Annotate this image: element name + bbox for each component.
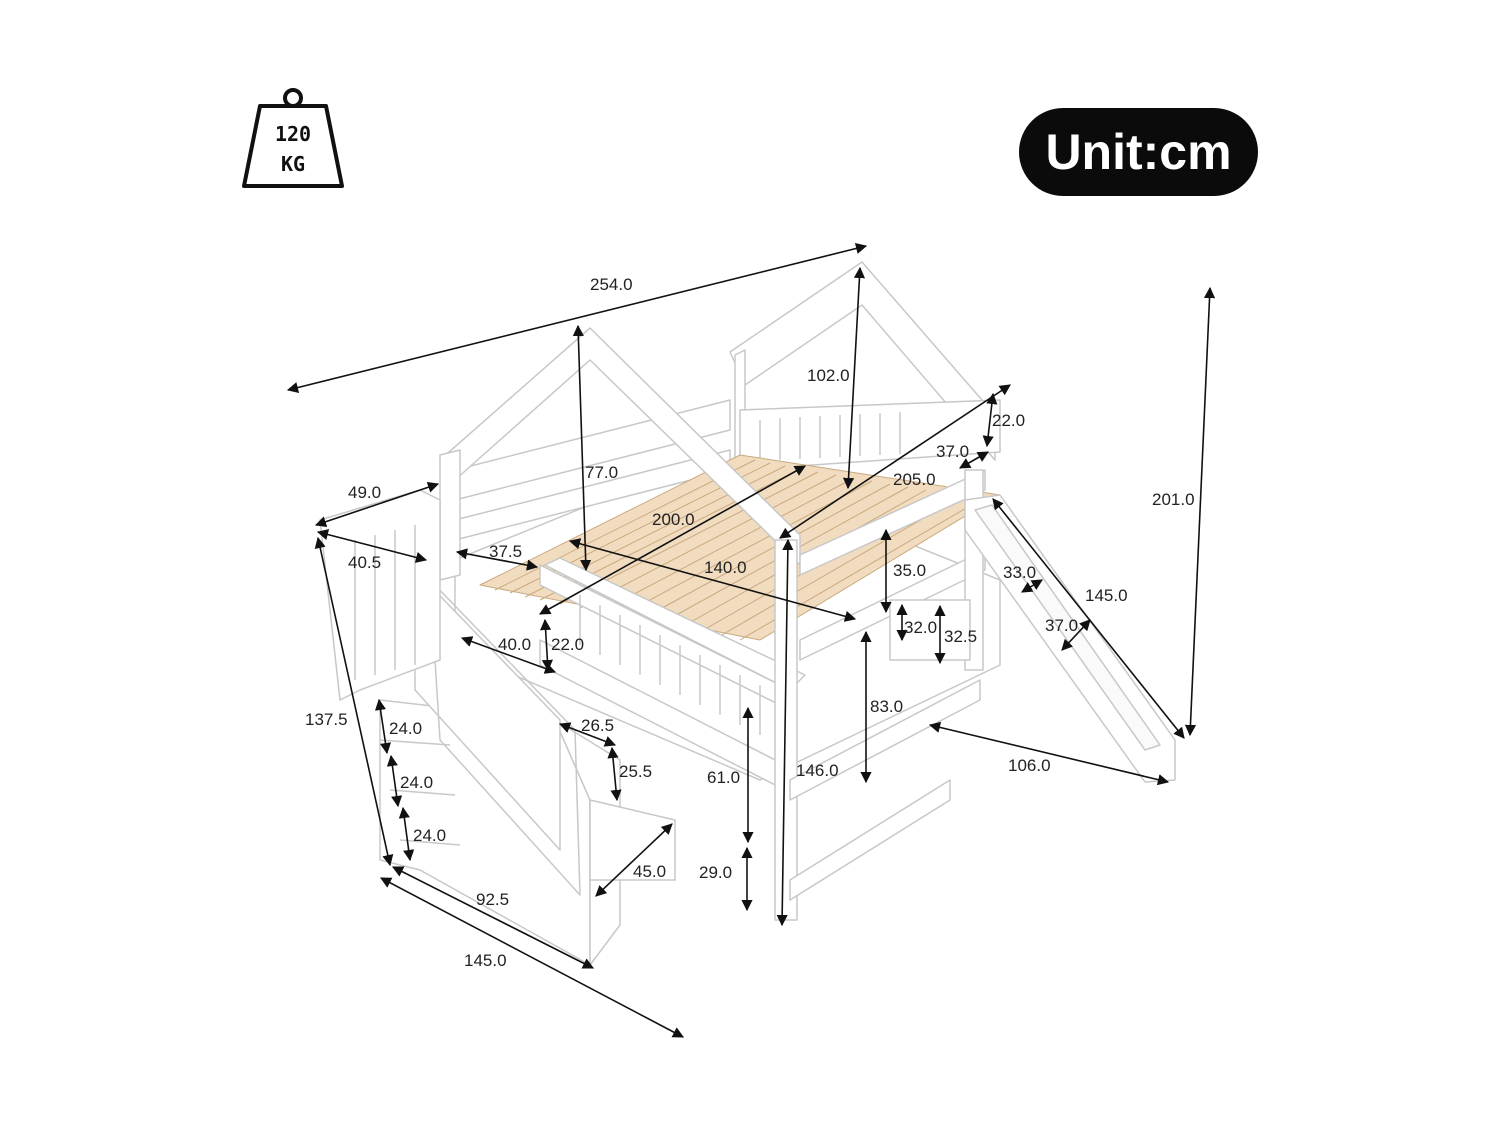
weight-capacity-icon bbox=[242, 88, 344, 188]
front-post bbox=[774, 539, 798, 921]
arrow-stair-depth-top bbox=[314, 481, 440, 528]
label-side-height: 83.0 bbox=[870, 697, 903, 716]
label-step-3: 24.0 bbox=[413, 826, 446, 845]
arrow-step-2 bbox=[386, 754, 403, 808]
arrow-front-rail bbox=[540, 618, 553, 672]
arrow-step-height bbox=[607, 746, 622, 802]
arrow-bed-length bbox=[779, 384, 1011, 539]
arrow-mattress-width bbox=[568, 538, 857, 622]
label-roof-inner-height: 77.0 bbox=[585, 463, 618, 482]
label-front-rail: 22.0 bbox=[551, 635, 584, 654]
label-step-2: 24.0 bbox=[400, 773, 433, 792]
lower-right-frame-2 bbox=[789, 779, 951, 901]
label-stair-depth-top: 49.0 bbox=[348, 483, 381, 502]
label-slide-length: 145.0 bbox=[1085, 586, 1128, 605]
label-bed-length: 205.0 bbox=[893, 470, 936, 489]
arrow-total-height bbox=[1184, 286, 1216, 737]
label-lower-guard: 32.0 bbox=[904, 618, 937, 637]
label-total-height: 201.0 bbox=[1152, 490, 1195, 509]
weight-value: 120 bbox=[274, 122, 312, 146]
label-step-depth: 26.5 bbox=[581, 716, 614, 735]
label-mattress-width: 140.0 bbox=[704, 558, 747, 577]
arrow-step-3 bbox=[398, 806, 415, 862]
weight-unit: KG bbox=[280, 152, 306, 176]
label-mattress-length: 200.0 bbox=[652, 510, 695, 529]
label-lower-guard-2: 32.5 bbox=[944, 627, 977, 646]
label-stair-height: 137.5 bbox=[305, 710, 348, 729]
label-drawer-height: 29.0 bbox=[699, 863, 732, 882]
label-stair-gap: 37.5 bbox=[489, 542, 522, 561]
unit-badge: Unit:cm bbox=[1019, 108, 1258, 196]
label-drawer-width: 45.0 bbox=[633, 862, 666, 881]
label-stair-top-width: 40.5 bbox=[348, 553, 381, 572]
arrow-stair-height bbox=[314, 536, 394, 867]
arrow-stair-landing bbox=[460, 636, 557, 674]
arrow-step-1 bbox=[374, 698, 392, 755]
label-stair-landing: 40.0 bbox=[498, 635, 531, 654]
lower-guard-box bbox=[889, 599, 971, 661]
arrow-stair-gap bbox=[455, 548, 539, 571]
label-headboard-depth: 37.0 bbox=[936, 442, 969, 461]
label-total-length: 254.0 bbox=[590, 275, 633, 294]
label-stair-base: 92.5 bbox=[476, 890, 509, 909]
label-step-1: 24.0 bbox=[389, 719, 422, 738]
label-slide-width: 37.0 bbox=[1045, 616, 1078, 635]
arrow-slide-base bbox=[928, 721, 1170, 786]
front-gable-post bbox=[439, 449, 461, 581]
arrow-slide-width bbox=[1061, 619, 1091, 651]
label-slide-top: 33.0 bbox=[1003, 563, 1036, 582]
arrow-total-width bbox=[380, 877, 684, 1038]
arrow-step-depth bbox=[558, 722, 617, 747]
label-under-clearance: 61.0 bbox=[707, 768, 740, 787]
label-step-height: 25.5 bbox=[619, 762, 652, 781]
dimension-labels: 254.0 102.0 201.0 22.0 37.0 205.0 49.0 7… bbox=[305, 275, 1195, 970]
label-guard-height: 35.0 bbox=[893, 561, 926, 580]
label-slide-base: 106.0 bbox=[1008, 756, 1051, 775]
dimension-arrows bbox=[286, 243, 1216, 1038]
arrow-post-height bbox=[776, 538, 794, 927]
label-headboard-rail: 22.0 bbox=[992, 411, 1025, 430]
arrow-total-length bbox=[286, 243, 868, 393]
label-roof-height: 102.0 bbox=[807, 366, 850, 385]
label-post-height: 146.0 bbox=[796, 761, 839, 780]
arrow-slide-length bbox=[992, 498, 1185, 739]
label-total-width: 145.0 bbox=[464, 951, 507, 970]
